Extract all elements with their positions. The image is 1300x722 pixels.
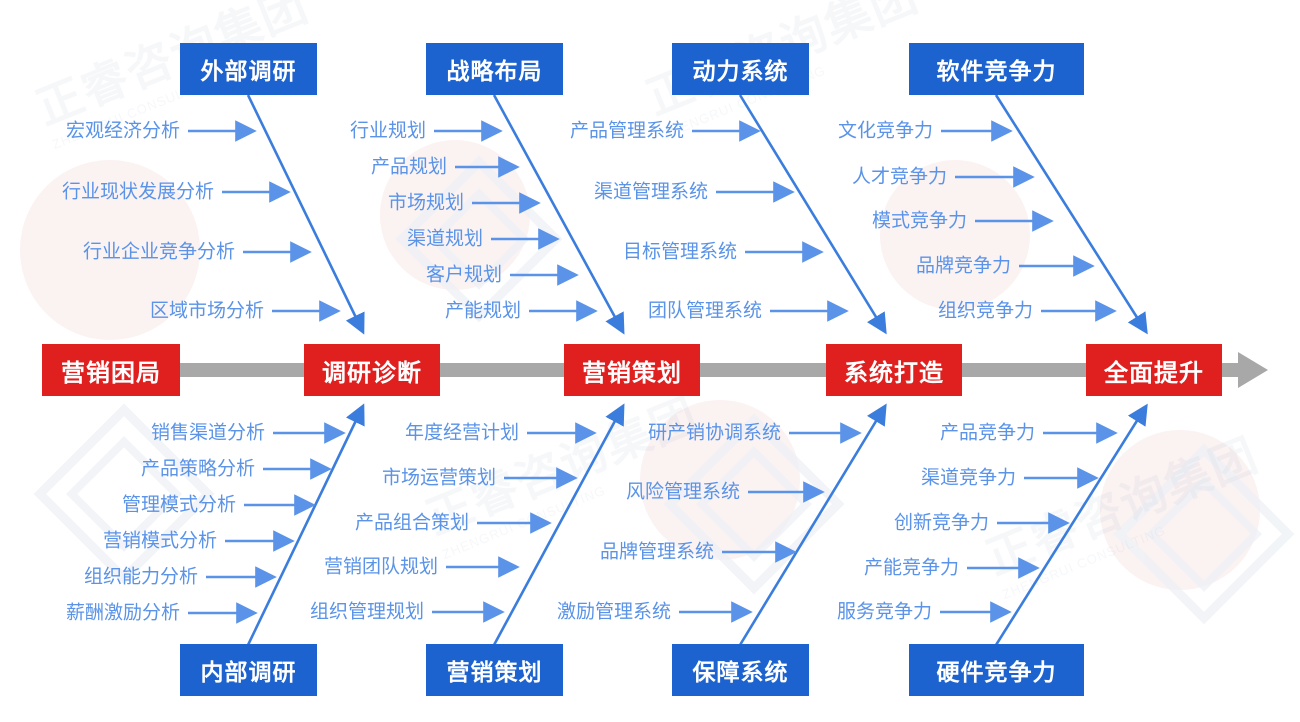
- category-label: 动力系统: [692, 58, 789, 84]
- leaf-label: 产品竞争力: [939, 422, 1035, 444]
- category-label: 外部调研: [200, 58, 297, 84]
- category-label: 营销策划: [446, 659, 543, 685]
- category-label: 保障系统: [692, 659, 789, 685]
- leaf-arrows-bottom-3: [679, 422, 862, 623]
- spine-node-4[interactable]: 全面提升: [1086, 344, 1222, 396]
- leaf-label: 市场规划: [387, 192, 464, 214]
- leaf-label: 产能竞争力: [863, 557, 959, 579]
- spine-node-2[interactable]: 营销策划: [564, 344, 700, 396]
- spine-node-3[interactable]: 系统打造: [826, 344, 962, 396]
- leaf-arrows-top-2: [434, 120, 598, 322]
- leaf-label: 区域市场分析: [149, 300, 264, 322]
- category-bottom-1[interactable]: 营销策划: [426, 644, 563, 696]
- leaf-label: 市场运营策划: [381, 467, 496, 489]
- spine-node-label: 营销策划: [582, 359, 682, 387]
- leaf-label: 营销模式分析: [102, 530, 217, 552]
- category-label: 软件竞争力: [936, 58, 1057, 84]
- leaf-label: 行业现状发展分析: [61, 181, 214, 203]
- leaf-label: 激励管理系统: [556, 601, 671, 623]
- leaf-arrows-top-3: [692, 120, 849, 322]
- leaf-label: 管理模式分析: [121, 494, 236, 516]
- leaf-label: 组织竞争力: [937, 300, 1033, 322]
- leaf-label: 组织能力分析: [83, 566, 198, 588]
- leaf-label: 销售渠道分析: [150, 422, 265, 444]
- leaf-arrows-top-4: [941, 120, 1117, 322]
- leaf-arrows-bottom-2: [432, 422, 597, 623]
- leaf-label: 产能规划: [444, 300, 521, 322]
- spine-node-label: 全面提升: [1104, 359, 1204, 387]
- leaf-label: 人才竞争力: [851, 166, 947, 188]
- leaf-arrows-bottom-4: [940, 422, 1118, 623]
- leaf-arrows-bottom-1: [188, 422, 346, 624]
- leaf-label: 渠道管理系统: [593, 181, 708, 203]
- leaf-arrows-top-1: [188, 120, 341, 322]
- spine-node-label: 调研诊断: [322, 359, 422, 387]
- leaf-label: 服务竞争力: [836, 601, 932, 623]
- leaf-label: 创新竞争力: [893, 512, 989, 534]
- leaf-label: 品牌竞争力: [915, 255, 1011, 277]
- rib-top: [246, 94, 1148, 335]
- leaf-label: 风险管理系统: [625, 481, 740, 503]
- leaf-label: 年度经营计划: [404, 422, 519, 444]
- leaf-label: 产品组合策划: [354, 512, 469, 534]
- category-label: 内部调研: [200, 659, 297, 685]
- leaf-label: 渠道竞争力: [920, 467, 1016, 489]
- category-bottom-3[interactable]: 硬件竞争力: [909, 644, 1084, 696]
- category-bottom-0[interactable]: 内部调研: [180, 644, 317, 696]
- spine-node-1[interactable]: 调研诊断: [304, 344, 440, 396]
- leaf-label: 产品策略分析: [140, 458, 255, 480]
- spine-node-0[interactable]: 营销困局: [42, 344, 180, 396]
- category-top-2[interactable]: 动力系统: [672, 43, 809, 95]
- leaf-label: 品牌管理系统: [599, 541, 714, 563]
- spine-line: [176, 352, 1268, 388]
- leaf-label: 营销团队规划: [323, 556, 438, 578]
- spine-node-label: 系统打造: [844, 359, 944, 387]
- leaf-label: 组织管理规划: [309, 601, 424, 623]
- leaf-label: 研产销协调系统: [647, 422, 781, 444]
- rib-bottom: [246, 403, 1148, 646]
- leaf-label: 产品规划: [370, 156, 447, 178]
- category-top-1[interactable]: 战略布局: [426, 43, 563, 95]
- category-label: 硬件竞争力: [936, 659, 1057, 685]
- category-top-3[interactable]: 软件竞争力: [909, 43, 1084, 95]
- leaf-label: 模式竞争力: [871, 210, 967, 232]
- leaf-label: 行业企业竞争分析: [82, 241, 235, 263]
- leaf-label: 渠道规划: [406, 228, 483, 250]
- spine-node-label: 营销困局: [61, 359, 161, 387]
- leaf-label: 行业规划: [349, 120, 426, 142]
- leaf-label: 产品管理系统: [569, 120, 684, 142]
- leaf-label: 薪酬激励分析: [65, 602, 180, 624]
- leaf-label: 团队管理系统: [647, 300, 762, 322]
- leaf-label: 目标管理系统: [622, 241, 737, 263]
- leaf-label: 宏观经济分析: [65, 120, 180, 142]
- category-label: 战略布局: [446, 58, 543, 84]
- category-top-0[interactable]: 外部调研: [180, 43, 317, 95]
- category-bottom-2[interactable]: 保障系统: [672, 644, 809, 696]
- leaf-label: 客户规划: [425, 264, 502, 286]
- leaf-label: 文化竞争力: [837, 120, 933, 142]
